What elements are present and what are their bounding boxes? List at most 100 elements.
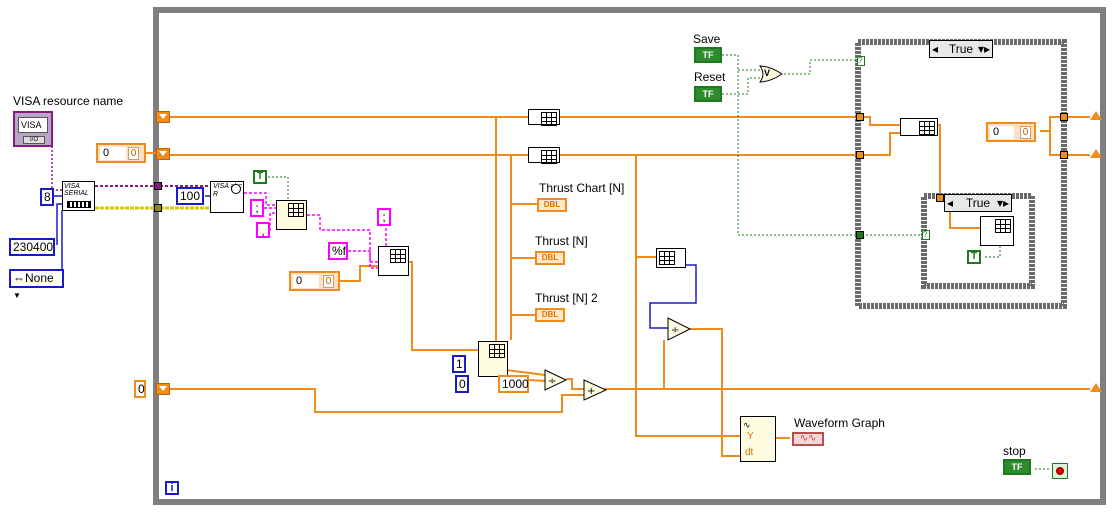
array-icon — [919, 121, 935, 135]
separator-constant-3[interactable]: ; — [377, 208, 391, 226]
baud-rate-constant[interactable]: 230400 — [9, 238, 55, 256]
array-init-value: 0 — [293, 275, 319, 288]
init-value: 0 — [100, 147, 126, 160]
case-tunnel-1 — [856, 113, 864, 121]
waveform-y-terminal: Y — [747, 431, 754, 442]
timeout-constant[interactable]: 100 — [176, 187, 204, 205]
outer-case-selector[interactable]: ◂ True ▾▸ — [929, 40, 993, 58]
parity-value: None — [25, 271, 54, 285]
build-array-node-1[interactable] — [528, 109, 560, 126]
separator-constant-2[interactable]: , — [256, 222, 270, 238]
inner-case-selector-terminal: ? — [922, 230, 930, 240]
build-array-node-3[interactable] — [900, 118, 938, 136]
error-tunnel — [154, 204, 162, 212]
index-constant-1[interactable]: 1 — [452, 355, 466, 373]
reset-terminal[interactable]: TF — [694, 86, 722, 102]
format-constant[interactable]: %f — [328, 242, 348, 260]
spreadsheet-string-to-array-node[interactable] — [378, 246, 409, 276]
array-init-spin: 0 — [323, 275, 334, 288]
svg-text:÷: ÷ — [548, 376, 556, 387]
shift-register-right-3 — [1090, 383, 1102, 395]
parity-arrows-icon: ⇔ — [13, 271, 25, 285]
true-constant-2[interactable]: T — [967, 250, 981, 264]
shift-register-init-middle[interactable]: 0 0 — [96, 143, 146, 163]
iteration-terminal: i — [165, 481, 179, 495]
divide-node-2 — [667, 317, 692, 341]
match-pattern-node[interactable] — [276, 200, 307, 230]
table-icon — [995, 219, 1011, 233]
while-loop-frame — [153, 7, 1106, 505]
shift-register-right-2 — [1090, 149, 1102, 161]
or-gate — [759, 65, 783, 83]
shift-register-right-1 — [1090, 111, 1102, 123]
visa-configure-serial-node[interactable]: VISA SERIAL — [62, 181, 95, 211]
case-output-tunnel-2 — [1060, 151, 1068, 159]
true-constant[interactable]: T — [253, 170, 267, 184]
loop-init-constant[interactable]: 0 — [134, 380, 146, 398]
or-gate-label: V — [764, 68, 771, 78]
thrust-label: Thrust [N] — [535, 234, 588, 248]
reset-label: Reset — [694, 70, 726, 84]
outer-case-value: True — [948, 42, 974, 56]
build-array-node-2[interactable] — [528, 147, 560, 164]
case-dropdown-icon[interactable]: ▾▸ — [996, 196, 1009, 210]
visa-resource-value: VISA — [18, 117, 48, 133]
waveform-dt-terminal: dt — [745, 447, 754, 458]
thrust-chart-label: Thrust Chart [N] — [539, 181, 625, 195]
thrust-terminal: DBL — [535, 251, 565, 265]
index-constant-0[interactable]: 0 — [455, 375, 469, 393]
parity-ring[interactable]: ⇔None ▼ — [9, 269, 64, 300]
array-icon — [288, 203, 304, 217]
thrust-2-label: Thrust [N] 2 — [535, 291, 598, 305]
io-icon: I/O — [23, 136, 45, 144]
case-tunnel-2 — [856, 151, 864, 159]
visa-serial-label: VISA SERIAL — [64, 183, 89, 197]
shift-register-init-right[interactable]: 0 0 — [986, 122, 1036, 142]
array-size-node[interactable] — [656, 248, 686, 268]
divisor-constant[interactable]: 1000 — [498, 375, 529, 393]
decrement-icon[interactable]: ◂ — [932, 42, 939, 56]
chevron-down-icon: ▼ — [13, 291, 21, 300]
right-init-spin: 0 — [1020, 126, 1031, 139]
add-node — [583, 379, 608, 401]
write-spreadsheet-node[interactable] — [980, 216, 1014, 246]
thrust-2-terminal: DBL — [535, 308, 565, 322]
save-terminal[interactable]: TF — [694, 47, 722, 63]
build-waveform-node[interactable]: ∿ Y dt — [740, 416, 776, 462]
waveform-graph-label: Waveform Graph — [794, 416, 885, 430]
array-icon — [390, 249, 406, 263]
visa-read-label: VISA abc R — [213, 183, 242, 198]
array-icon — [541, 112, 557, 126]
inner-case-value: True — [965, 196, 991, 210]
stop-condition-icon[interactable] — [1052, 463, 1068, 479]
init-spin: 0 — [128, 147, 139, 160]
divide-node — [544, 369, 568, 391]
visa-read-node[interactable]: VISA abc R — [210, 181, 244, 213]
inner-case-tunnel — [936, 194, 944, 202]
array-icon — [659, 251, 675, 265]
decrement-icon[interactable]: ◂ — [947, 196, 954, 210]
shift-register-left-2 — [156, 148, 170, 160]
shift-register-left-3 — [156, 383, 170, 395]
visa-resource-control[interactable]: VISA I/O — [13, 111, 53, 147]
case-selector-terminal: ? — [857, 56, 865, 66]
data-bits-constant[interactable]: 8 — [40, 188, 54, 206]
array-icon — [541, 150, 557, 164]
inner-case-selector[interactable]: ◂ True ▾▸ — [944, 194, 1012, 212]
right-init-value: 0 — [990, 126, 1014, 139]
case-tunnel-bool — [856, 231, 864, 239]
thrust-chart-terminal: DBL — [537, 198, 567, 212]
case-dropdown-icon[interactable]: ▾▸ — [977, 42, 990, 56]
clock-icon — [231, 184, 241, 194]
svg-text:+: + — [587, 386, 595, 397]
separator-constant-1[interactable]: ; — [250, 199, 264, 217]
array-init-control[interactable]: 0 0 — [289, 271, 340, 291]
visa-tunnel — [154, 182, 162, 190]
visa-resource-label: VISA resource name — [13, 94, 124, 108]
case-output-tunnel-1 — [1060, 113, 1068, 121]
shift-register-left-1 — [156, 111, 170, 123]
stop-terminal[interactable]: TF — [1003, 459, 1031, 475]
waveform-icon: ∿ — [743, 420, 751, 430]
svg-text:÷: ÷ — [671, 325, 679, 336]
index-array-node[interactable] — [478, 341, 508, 377]
